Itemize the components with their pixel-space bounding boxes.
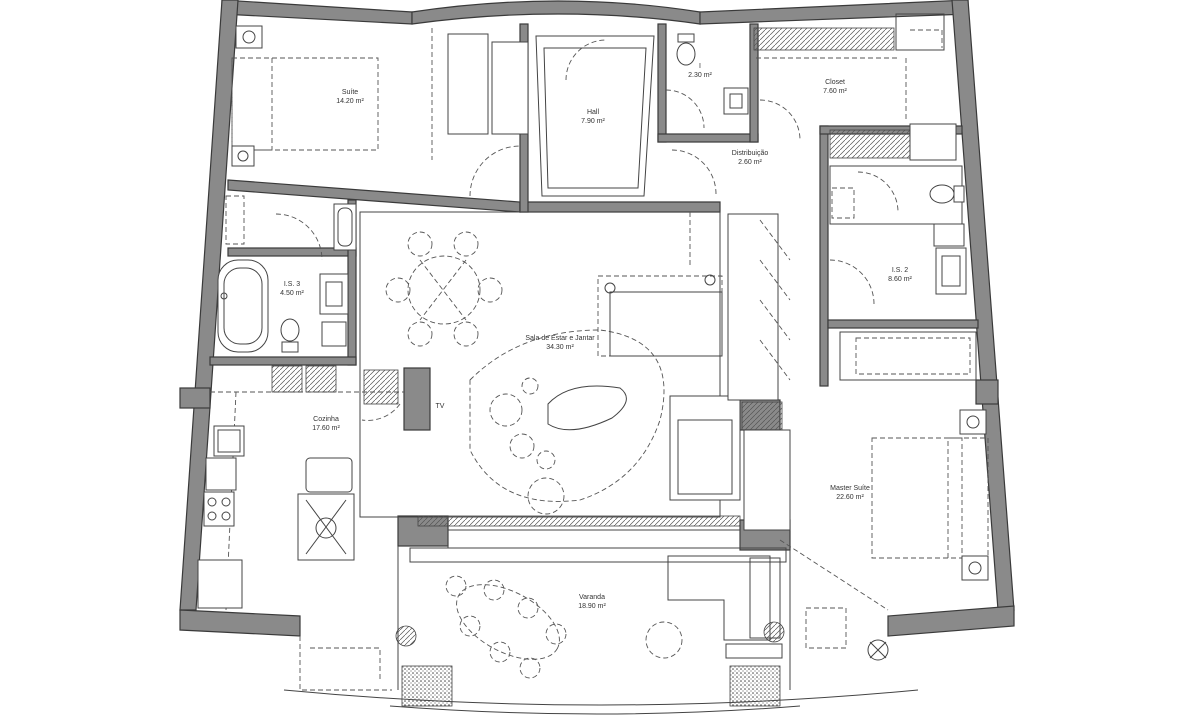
cozinha-name: Cozinha	[313, 416, 339, 423]
master-room: Master Suíte 22.60 m²	[779, 409, 989, 661]
suite-name: Suíte	[342, 89, 358, 96]
is3-area: 4.50 m²	[280, 290, 304, 297]
cozinha-area: 17.60 m²	[312, 425, 340, 432]
is2-room: I.S. 2 8.60 m²	[829, 165, 977, 381]
varanda-name: Varanda	[579, 594, 605, 601]
is2-area: 8.60 m²	[888, 276, 912, 283]
sala-room: Sala de Estar e Jantar 34.30 m²	[359, 211, 791, 549]
closet-name: Closet	[825, 79, 845, 86]
distribuicao-name: Distribuição	[732, 150, 769, 157]
hall-name: Hall	[587, 109, 600, 116]
is2-name: I.S. 2	[892, 267, 908, 274]
varanda-area: 18.90 m²	[578, 603, 606, 610]
tv-label: TV	[436, 403, 445, 410]
sala-area: 34.30 m²	[546, 344, 574, 351]
interior-walls	[179, 23, 999, 551]
suite-room: Suíte 14.20 m²	[231, 25, 529, 197]
distribuicao-room: Distribuição 2.60 m²	[671, 99, 801, 195]
sala-name: Sala de Estar e Jantar	[525, 335, 595, 342]
wc1-name: I	[699, 63, 701, 70]
is3-name: I.S. 3	[284, 281, 300, 288]
master-name: Master Suíte	[830, 485, 870, 492]
wc1-room: I 2.30 m²	[665, 33, 749, 129]
wc1-area: 2.30 m²	[688, 72, 712, 79]
outer-walls	[179, 0, 1015, 715]
master-area: 22.60 m²	[836, 494, 864, 501]
suite-area: 14.20 m²	[336, 98, 364, 105]
hall-area: 7.90 m²	[581, 118, 605, 125]
distribuicao-area: 2.60 m²	[738, 159, 762, 166]
is3-room: I.S. 3 4.50 m²	[217, 195, 357, 353]
hall-room: Hall 7.90 m²	[535, 35, 655, 197]
varanda-room: Varanda 18.90 m²	[299, 546, 791, 707]
closet-room: Closet 7.60 m²	[753, 13, 957, 161]
closet-area: 7.60 m²	[823, 88, 847, 95]
cozinha-room: Cozinha 17.60 m² TV	[197, 365, 445, 611]
